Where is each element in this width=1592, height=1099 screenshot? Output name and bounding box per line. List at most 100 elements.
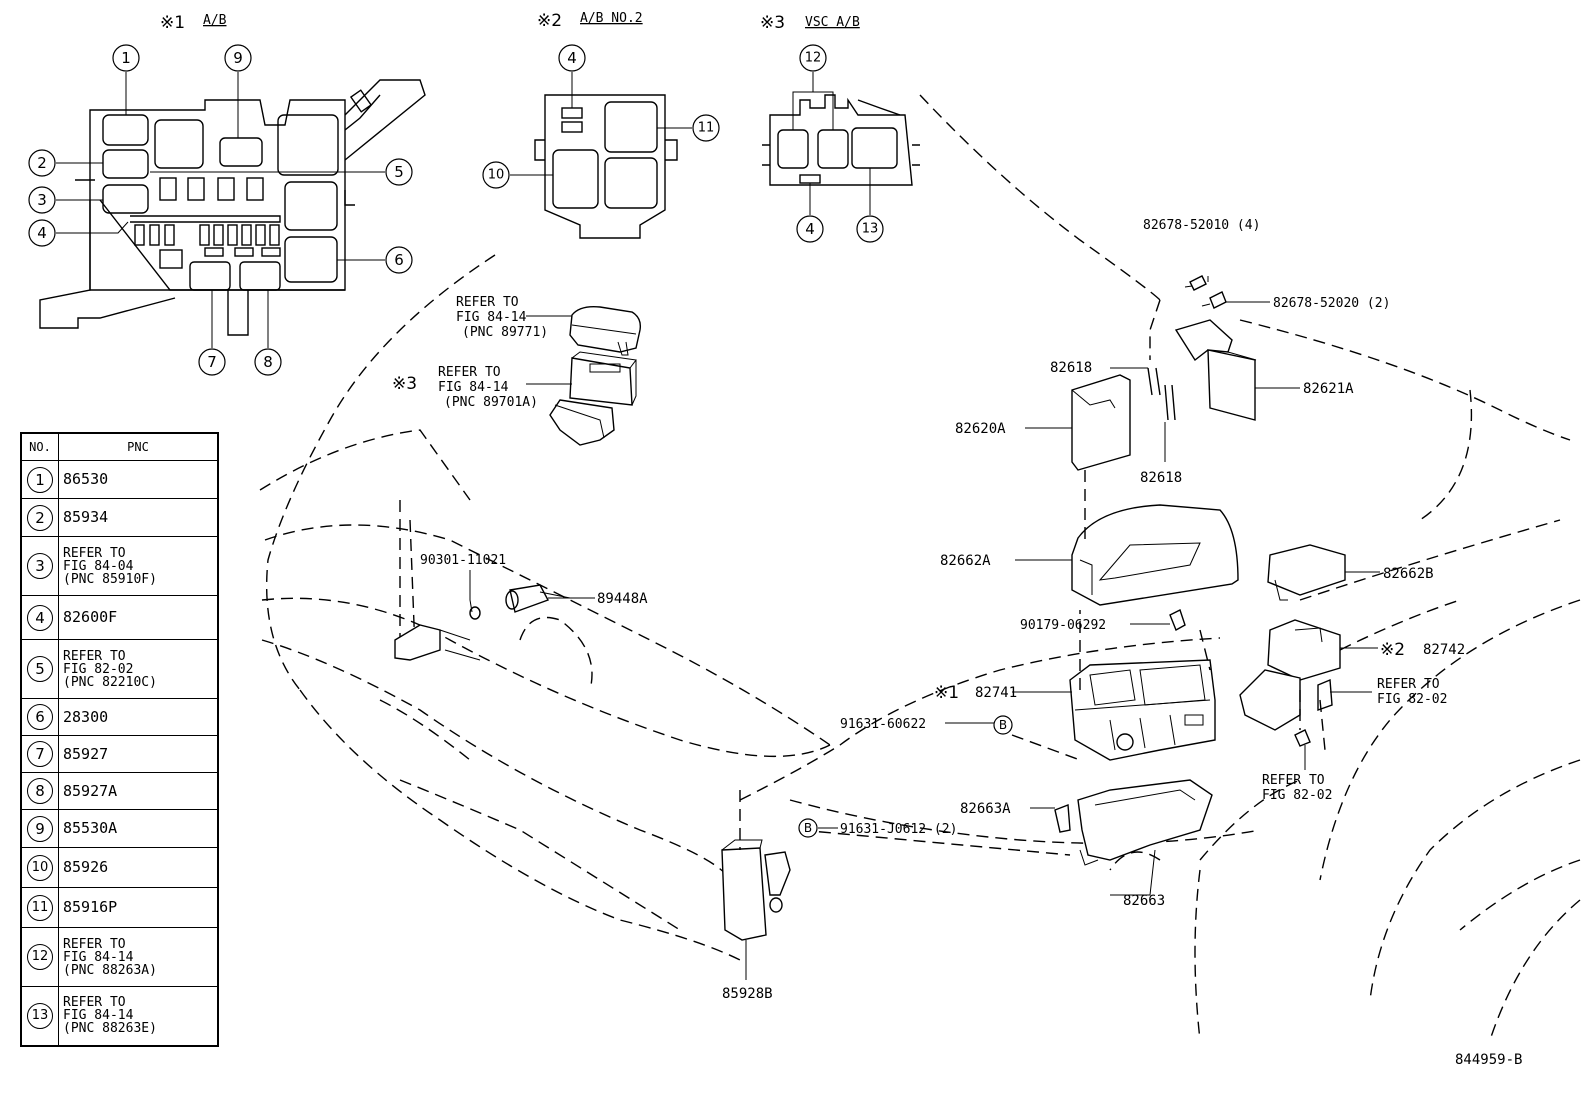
label-refer-89771-line3: (PNC 89771)	[462, 325, 548, 340]
row-number: 9	[27, 815, 53, 842]
row-pnc: REFER TO FIG 84-04 (PNC 85910F)	[58, 536, 219, 596]
callout-b-lower: B	[798, 818, 818, 838]
callout-5-text: 5	[394, 163, 404, 181]
row-pnc: REFER TO FIG 84-14 (PNC 88263E)	[58, 986, 219, 1046]
label-refer-82-02-a-line1: REFER TO	[1377, 677, 1440, 692]
callout-2: 2	[28, 149, 56, 177]
callout-5: 5	[385, 158, 413, 186]
row-pnc: 85926	[58, 847, 219, 888]
label-refer-89701a-mark: ※3	[392, 374, 417, 394]
table-row: 4 82600F	[20, 595, 219, 640]
row-pnc: 85934	[58, 498, 219, 537]
label-refer-82-02-b-line2: FIG 82-02	[1262, 788, 1332, 803]
clip-82663a	[1054, 804, 1071, 833]
row-pnc: REFER TO FIG 84-14 (PNC 88263A)	[58, 927, 219, 987]
label-refer-82-02-a: REFER TO FIG 82-02	[1377, 677, 1447, 707]
header-ab1-mark: ※1	[160, 13, 185, 33]
callout-2-text: 2	[37, 154, 47, 172]
column-header-pnc: PNC	[58, 432, 219, 461]
row-number: 4	[27, 604, 53, 631]
table-row: 10 85926	[20, 847, 219, 888]
callout-b-upper: B	[993, 715, 1013, 735]
table-row: 2 85934	[20, 498, 219, 537]
callout-4-vsc: 4	[796, 215, 824, 243]
cover-82662b	[1267, 544, 1346, 601]
callout-4-vsc-text: 4	[805, 220, 815, 238]
table-row: 13 REFER TO FIG 84-14 (PNC 88263E)	[20, 986, 219, 1046]
label-82662a: 82662A	[940, 553, 991, 569]
label-82663: 82663	[1123, 893, 1165, 909]
relay-block-82742	[1239, 619, 1341, 731]
callout-10: 10	[482, 161, 510, 189]
label-90301-11021: 90301-11021	[420, 553, 506, 568]
callout-3: 3	[28, 186, 56, 214]
callout-11-text: 11	[698, 121, 715, 136]
clip-90179	[1169, 609, 1186, 631]
screws-refer-82-02	[1294, 678, 1333, 747]
label-refer-89701a: ※3 REFER TO FIG 84-14 (PNC 89701A)	[392, 365, 538, 410]
callout-1-text: 1	[121, 49, 131, 67]
row-pnc-line: FIG 84-14	[63, 949, 134, 965]
header-ab3-label: VSC A/B	[805, 15, 860, 30]
callout-6-text: 6	[394, 251, 404, 269]
label-82678-52020: 82678-52020 (2)	[1273, 296, 1390, 311]
row-pnc-line: (PNC 85910F)	[63, 571, 157, 587]
table-row: 8 85927A	[20, 772, 219, 810]
leaders-main	[469, 276, 1380, 980]
label-82741-mark: ※1	[934, 683, 959, 703]
row-pnc: REFER TO FIG 82-02 (PNC 82210C)	[58, 639, 219, 699]
callout-10-text: 10	[488, 168, 505, 183]
table-row: 11 85916P	[20, 887, 219, 928]
label-82663a: 82663A	[960, 801, 1011, 817]
callout-7: 7	[198, 348, 226, 376]
table-row: 1 86530	[20, 460, 219, 499]
callout-4-ab2: 4	[558, 44, 586, 72]
row-pnc: 28300	[58, 698, 219, 736]
label-refer-82-02-b-line1: REFER TO	[1262, 773, 1325, 788]
row-pnc: 85916P	[58, 887, 219, 928]
callout-13: 13	[856, 215, 884, 243]
table-row: 5 REFER TO FIG 82-02 (PNC 82210C)	[20, 639, 219, 699]
row-pnc: 85530A	[58, 809, 219, 848]
row-pnc: 82600F	[58, 595, 219, 640]
callout-4-text: 4	[37, 224, 47, 242]
row-pnc: 85927A	[58, 772, 219, 810]
row-pnc-line: (PNC 88263A)	[63, 962, 157, 978]
header-ab2-label: A/B NO.2	[580, 11, 643, 26]
label-82742-number: 82742	[1423, 642, 1465, 658]
row-pnc-line: REFER TO	[63, 545, 126, 561]
label-refer-82-02-b: REFER TO FIG 82-02	[1262, 773, 1332, 803]
label-90179-06292: 90179-06292	[1020, 618, 1106, 633]
label-91631-60622: 91631-60622	[840, 717, 926, 732]
callout-11: 11	[692, 114, 720, 142]
callout-6: 6	[385, 246, 413, 274]
table-row: 6 28300	[20, 698, 219, 736]
row-pnc: 86530	[58, 460, 219, 499]
label-85928b: 85928B	[722, 986, 773, 1002]
callout-13-text: 13	[862, 222, 879, 237]
row-pnc-line: (PNC 82210C)	[63, 674, 157, 690]
row-number: 10	[27, 854, 53, 881]
row-pnc-line: REFER TO	[63, 648, 126, 664]
bracket-82621a	[1174, 319, 1257, 421]
bolts-82678	[1184, 275, 1227, 309]
label-89448a: 89448A	[597, 591, 648, 607]
label-refer-82-02-a-line2: FIG 82-02	[1377, 692, 1447, 707]
label-91631-j0612: 91631-J0612 (2)	[840, 822, 957, 837]
leaders-ab1	[56, 72, 385, 348]
callout-9-text: 9	[233, 49, 243, 67]
callout-9: 9	[224, 44, 252, 72]
relay-85928b	[721, 839, 791, 941]
table-row: 9 85530A	[20, 809, 219, 848]
row-pnc-line: REFER TO	[63, 936, 126, 952]
callout-8-text: 8	[263, 353, 273, 371]
header-ab3-mark: ※3	[760, 13, 785, 33]
row-pnc-line: FIG 82-02	[63, 661, 134, 677]
bracket-82620a	[1071, 374, 1131, 471]
clamps-82618	[1147, 367, 1176, 421]
bracket-left	[394, 624, 481, 661]
row-pnc-line: FIG 84-14	[63, 1008, 134, 1024]
row-number: 1	[27, 466, 53, 493]
relay-block-vsc-drawing	[762, 72, 920, 215]
row-number: 7	[27, 741, 53, 767]
